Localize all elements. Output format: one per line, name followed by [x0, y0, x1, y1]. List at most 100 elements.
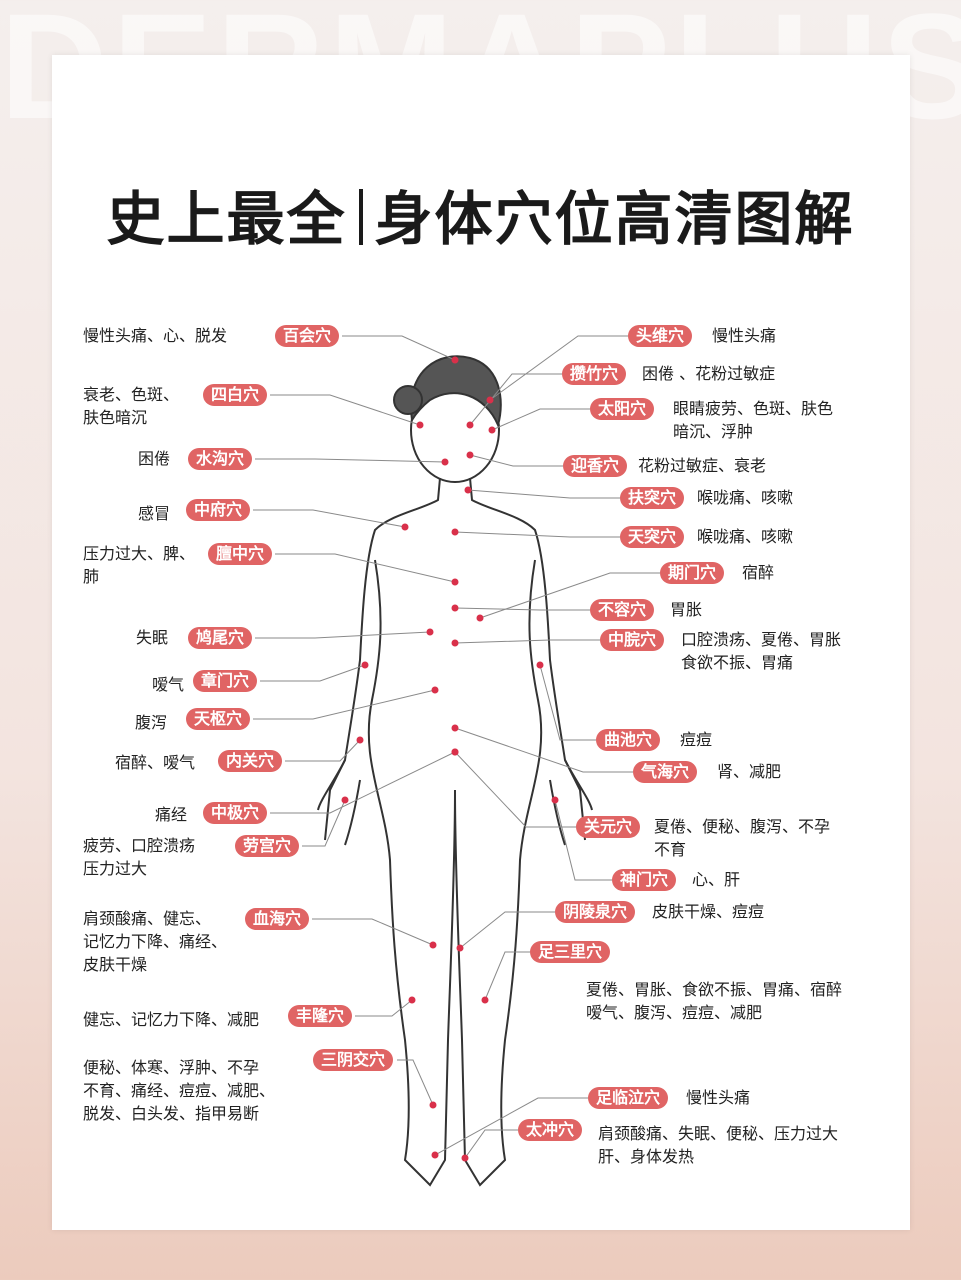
leader-line: [434, 1097, 588, 1156]
acupoint-effect: 肩颈酸痛、健忘、 记忆力下降、痛经、 皮肤干燥: [83, 909, 228, 974]
acupoint-dot: [464, 486, 472, 494]
leader-line: [454, 531, 620, 538]
acupoint-dot: [431, 1151, 439, 1159]
page-title: 史上最全身体穴位高清图解: [0, 172, 961, 256]
acupoint-label: 鸠尾穴: [188, 627, 253, 649]
leader-line: [260, 664, 366, 682]
acupoint-label: 期门穴: [660, 562, 725, 584]
acupoint-label: 太冲穴: [518, 1119, 583, 1141]
acupoint-dot: [488, 426, 496, 434]
acupoint-effect: 慢性头痛: [686, 1088, 751, 1107]
leader-line: [454, 607, 590, 611]
leader-line: [539, 664, 596, 741]
acupoint-label: 血海穴: [245, 908, 310, 930]
acupoint-dot: [426, 628, 434, 636]
acupoint-effect: 宿醉: [742, 563, 775, 582]
acupoint-dots: [341, 356, 559, 1162]
leader-line: [255, 631, 431, 639]
acupoint-effect: 宿醉、嗳气: [115, 753, 196, 772]
acupoint-label: 不容穴: [590, 599, 655, 621]
acupoint-label: 天枢穴: [186, 708, 251, 730]
leader-line: [454, 727, 633, 773]
acupoint-label: 头维穴: [628, 325, 693, 347]
leader-line: [302, 799, 346, 847]
acupoint-effect: 便秘、体寒、浮肿、不孕 不育、痛经、痘痘、减肥、 脱发、白头发、指甲易断: [83, 1058, 276, 1123]
acupoint-dot: [401, 523, 409, 531]
acupoint-label: 丰隆穴: [288, 1005, 353, 1027]
leader-line: [253, 689, 436, 720]
leader-line: [285, 739, 361, 762]
acupoint-effect: 胃胀: [670, 600, 703, 619]
acupoint-label: 攒竹穴: [562, 363, 627, 385]
acupoint-effect: 夏倦、胃胀、食欲不振、胃痛、宿醉 嗳气、腹泻、痘痘、减肥: [586, 980, 843, 1022]
acupoint-dot: [341, 796, 349, 804]
acupoint-dot: [476, 614, 484, 622]
acupoint-dot: [451, 748, 459, 756]
leader-line: [397, 1059, 434, 1106]
acupoint-label: 关元穴: [576, 816, 641, 838]
leader-line: [454, 751, 576, 828]
acupoint-effect: 疲劳、口腔溃疡 压力过大: [83, 836, 196, 878]
leader-line: [489, 335, 628, 401]
acupoint-dot: [451, 528, 459, 536]
leader-line: [469, 373, 562, 426]
acupoint-effect: 困倦: [138, 449, 171, 468]
acupoint-effect: 花粉过敏症、衰老: [638, 456, 767, 475]
acupoint-label: 曲池穴: [596, 729, 661, 751]
leader-line: [270, 751, 456, 814]
leader-line: [355, 999, 413, 1017]
acupoint-effect: 口腔溃疡、夏倦、胃胀 食欲不振、胃痛: [681, 630, 842, 672]
acupoint-dot: [466, 451, 474, 459]
leader-line: [554, 799, 612, 881]
acupoint-label: 迎香穴: [563, 455, 628, 477]
leader-line: [255, 458, 446, 463]
acupoint-label: 章门穴: [193, 670, 258, 692]
acupoint-dot: [451, 356, 459, 364]
acupoint-dot: [466, 421, 474, 429]
acupoint-label: 中脘穴: [600, 629, 665, 651]
leader-line: [270, 394, 421, 426]
acupoint-dot: [451, 724, 459, 732]
title-divider: [358, 189, 363, 245]
leader-line: [467, 489, 620, 499]
acupoint-effect: 肾、减肥: [717, 762, 782, 781]
title-right: 身体穴位高清图解: [374, 185, 855, 253]
leader-line: [454, 639, 600, 644]
acupoint-label: 神门穴: [612, 869, 677, 891]
leader-line: [459, 911, 555, 949]
acupoint-effect: 肩颈酸痛、失眠、便秘、压力过大 肝、身体发热: [598, 1124, 839, 1166]
acupoint-effect: 感冒: [138, 504, 171, 523]
acupoint-dot: [429, 941, 437, 949]
leader-lines: [253, 335, 660, 1159]
acupoint-effect: 痘痘: [680, 730, 713, 749]
leader-line: [342, 335, 456, 361]
acupoint-effect: 心、肝: [692, 870, 741, 889]
acupoint-effect: 压力过大、脾、 肺: [83, 544, 196, 586]
acupoint-dot: [536, 661, 544, 669]
acupoint-dot: [416, 421, 424, 429]
acupoint-label: 水沟穴: [188, 448, 253, 470]
acupoint-dot: [429, 1101, 437, 1109]
leader-line: [312, 918, 434, 946]
leader-line: [464, 1129, 518, 1159]
acupoint-dot: [451, 578, 459, 586]
acupoint-label: 扶突穴: [620, 487, 685, 509]
acupoint-dot: [551, 796, 559, 804]
acupoint-label: 阴陵泉穴: [555, 901, 636, 923]
leader-line: [253, 509, 406, 528]
acupoint-dot: [441, 458, 449, 466]
acupoint-dot: [361, 661, 369, 669]
acupoint-effect: 眼睛疲劳、色斑、肤色 暗沉、浮肿: [673, 399, 834, 441]
acupoint-effect: 皮肤干燥、痘痘: [652, 902, 765, 921]
acupoint-effect: 喉咙痛、咳嗽: [697, 527, 794, 546]
acupoint-effect: 喉咙痛、咳嗽: [697, 488, 794, 507]
acupoint-label: 膻中穴: [208, 543, 273, 565]
leader-line: [275, 553, 456, 583]
leader-line: [479, 572, 660, 619]
acupoint-effect: 夏倦、便秘、腹泻、不孕 不育: [654, 817, 831, 859]
acupoint-label: 三阴交穴: [313, 1049, 394, 1071]
leader-line: [491, 408, 590, 431]
acupoint-effect: 失眠: [136, 628, 169, 647]
leader-line: [469, 454, 563, 467]
